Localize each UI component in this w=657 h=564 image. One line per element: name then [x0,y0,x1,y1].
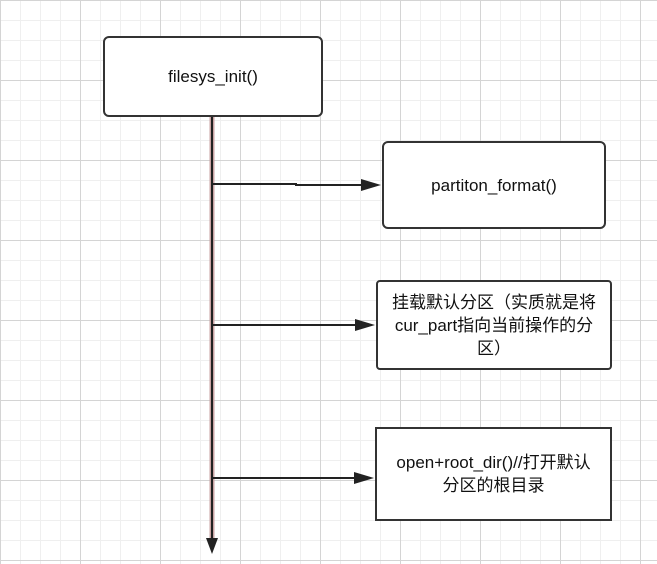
partition-format-label: partiton_format() [431,175,557,195]
arrowhead-mount [355,319,375,331]
arrow-to-partition-format [212,183,370,186]
mount-partition-label: 挂载默认分区（实质就是将cur_part指向当前操作的分区） [392,292,596,358]
open-root-dir-node: open+root_dir()//打开默认分区的根目录 [375,427,612,521]
mount-partition-node: 挂载默认分区（实质就是将cur_part指向当前操作的分区） [376,280,612,370]
arrowhead-open-root [354,472,374,484]
lifeline-arrowhead [206,538,218,554]
open-root-dir-label: open+root_dir()//打开默认分区的根目录 [396,453,591,495]
filesys-init-node: filesys_init() [103,36,323,117]
filesys-init-label: filesys_init() [168,67,258,86]
arrowhead-partition-format [361,179,381,191]
partition-format-node: partiton_format() [382,141,606,229]
